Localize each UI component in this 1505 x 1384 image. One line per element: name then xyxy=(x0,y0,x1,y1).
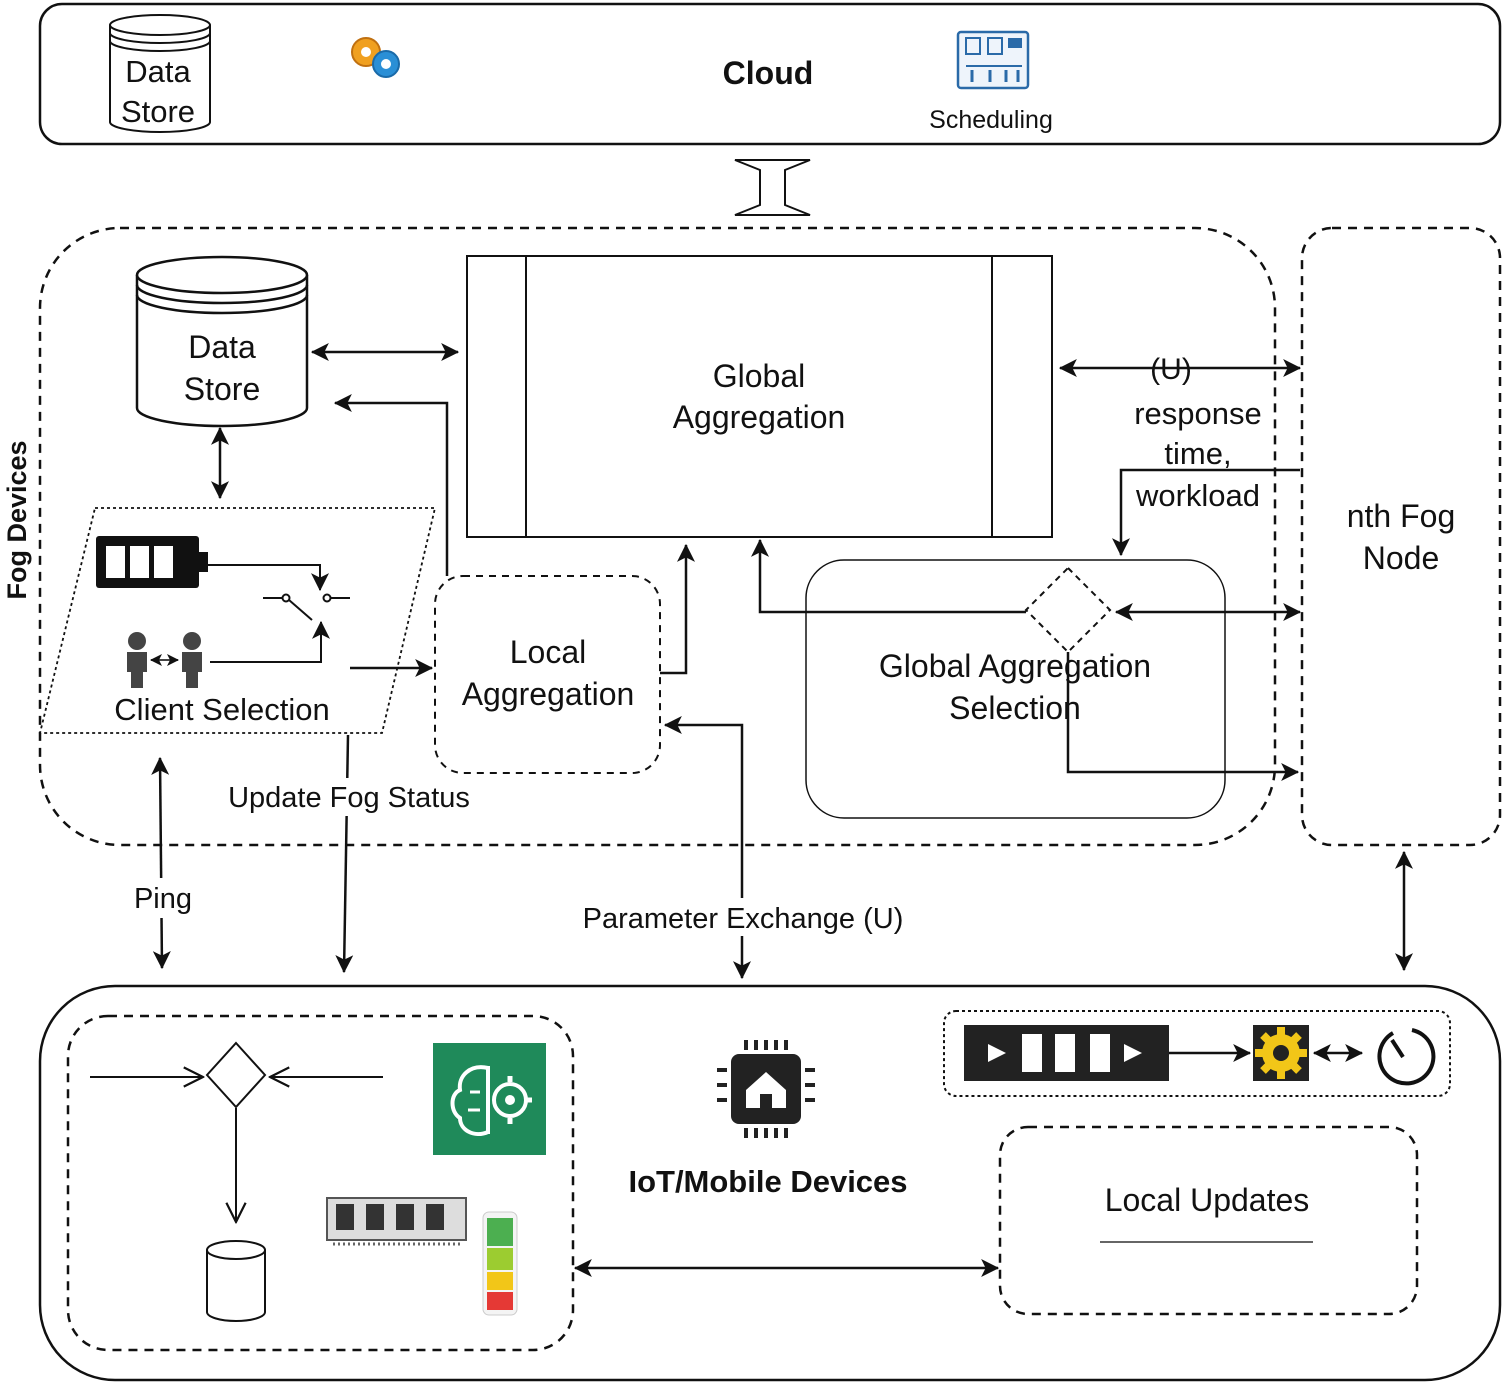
nth-fog-node-box xyxy=(1300,226,1502,847)
nth-fog-node-line2: Node xyxy=(1363,540,1440,576)
selection-decision-to-nthnode-arrow xyxy=(1066,652,1300,781)
local-aggregation-line2: Aggregation xyxy=(462,676,635,712)
fog-data-store-icon xyxy=(135,255,309,428)
cloud-layer: Data Store Cloud Scheduling xyxy=(38,2,1502,146)
brain-gear-icon xyxy=(433,1043,546,1155)
timer-icon xyxy=(1377,1028,1436,1086)
fog-devices-label: Fog Devices xyxy=(2,440,32,599)
global-aggregation-selection-line1: Global Aggregation xyxy=(879,648,1151,684)
people-to-switch-arrow xyxy=(210,620,330,663)
gear-icon xyxy=(1253,1025,1309,1081)
iot-title: IoT/Mobile Devices xyxy=(628,1164,907,1199)
device-resources-box xyxy=(66,1014,575,1352)
switch-icon xyxy=(263,593,350,621)
global-aggregation-selection-line2: Selection xyxy=(949,690,1081,726)
scheduling-label: Scheduling xyxy=(929,106,1053,134)
cloud-data-store-line2: Store xyxy=(121,94,195,129)
update-fog-status-arrow xyxy=(335,734,354,974)
database-icon xyxy=(206,1240,266,1322)
battery-to-switch-arrow xyxy=(208,564,329,592)
cloud-title: Cloud xyxy=(723,55,814,91)
memory-icon xyxy=(326,1197,467,1246)
decision-icon xyxy=(205,1041,267,1109)
cloud-data-store-icon xyxy=(109,14,211,133)
fog-data-store-line1: Data xyxy=(188,329,256,365)
fog-data-store-line2: Store xyxy=(184,371,260,407)
global-aggregation-selection-box xyxy=(805,559,1226,819)
parameter-exchange-arrow xyxy=(663,716,751,980)
battery-icon xyxy=(96,536,208,588)
global-aggregation-line1: Global xyxy=(713,358,806,394)
ping-arrow xyxy=(151,756,171,970)
local-to-global-arrow xyxy=(660,543,695,675)
workload-label: workload xyxy=(1135,478,1260,513)
local-aggregation-box xyxy=(434,575,661,774)
ping-label: Ping xyxy=(134,883,192,915)
parameter-exchange-label: Parameter Exchange (U) xyxy=(583,903,904,935)
cloud-data-store-line1: Data xyxy=(125,54,191,89)
battery-level-icon xyxy=(482,1211,518,1316)
processing-strip xyxy=(943,1010,1451,1097)
local-aggregation-line1: Local xyxy=(510,634,587,670)
local-updates-label: Local Updates xyxy=(1105,1182,1310,1218)
people-icon xyxy=(127,632,202,688)
nthnode-to-selection-arrow xyxy=(1112,468,1300,557)
cloud-fog-link xyxy=(734,159,811,216)
fog-layer xyxy=(38,226,1277,847)
update-fog-status-label: Update Fog Status xyxy=(228,782,470,814)
chip-home-icon xyxy=(717,1040,815,1138)
global-aggregation-box xyxy=(466,255,1053,538)
response-u-label: (U) xyxy=(1150,353,1192,386)
iot-layer xyxy=(38,984,1502,1382)
local-updates-box xyxy=(998,1125,1419,1316)
nth-fog-node-line1: nth Fog xyxy=(1347,498,1456,534)
response-time-label: time, xyxy=(1164,436,1231,471)
global-aggregation-line2: Aggregation xyxy=(673,399,846,435)
local-to-datastore-arrow xyxy=(333,394,449,576)
client-selection-label: Client Selection xyxy=(114,692,329,727)
scheduling-icon xyxy=(956,30,1030,90)
queue-icon xyxy=(964,1025,1169,1081)
gears-icon xyxy=(351,37,400,78)
selection-to-global-arrow xyxy=(751,538,1026,614)
response-label: response xyxy=(1134,396,1262,431)
